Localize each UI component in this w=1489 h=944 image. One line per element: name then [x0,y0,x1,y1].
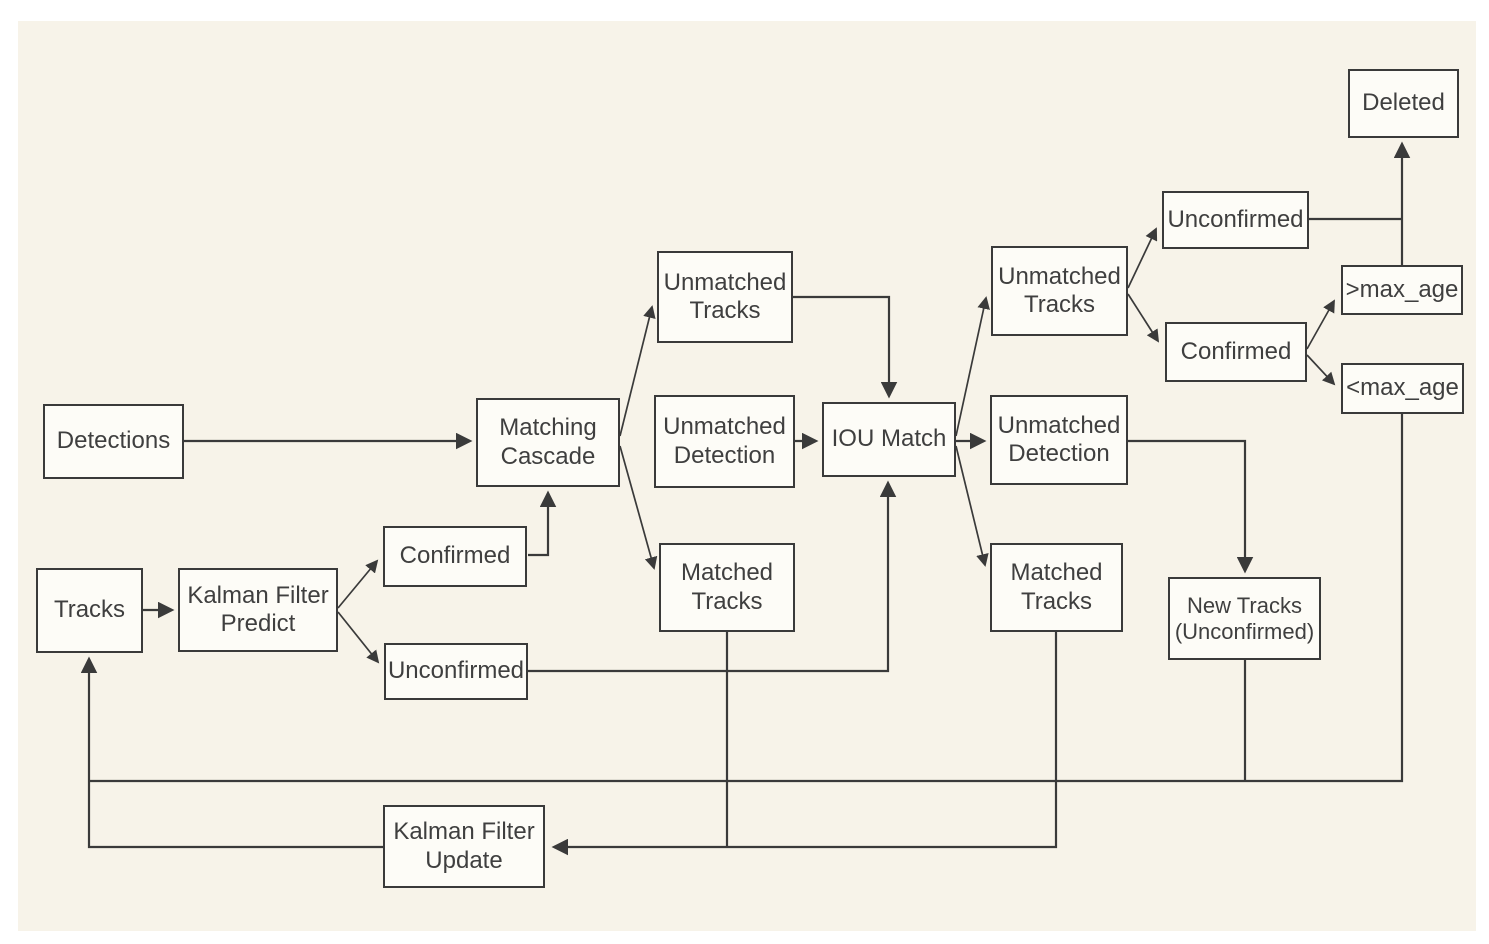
edge-unconfirmed1-to-iou-match [528,480,897,673]
node-unmatched-tracks-1: Unmatched Tracks [657,251,793,343]
node-matched-tracks-2: Matched Tracks [990,543,1123,632]
edge-iou-match-to-matched-tracks2 [955,445,989,567]
edge-confirmed2-to-lt-max-age [1306,354,1336,386]
edge-kalman-update-to-tracks [80,656,383,849]
edge-matched-tracks2-to-kalman-update [551,632,1058,856]
node-lt-max-age: <max_age [1341,363,1464,414]
node-tracks: Tracks [36,568,143,653]
node-confirmed-1: Confirmed [383,526,527,587]
node-new-tracks-unconfirmed: New Tracks (Unconfirmed) [1168,577,1321,660]
edge-matching-cascade-to-matched-tracks1 [619,445,658,570]
node-unmatched-detection-1: Unmatched Detection [654,395,795,488]
node-detections: Detections [43,404,184,479]
edge-kalman-predict-to-confirmed1 [337,559,379,609]
node-confirmed-2: Confirmed [1165,322,1307,382]
node-unconfirmed-2: Unconfirmed [1162,191,1309,249]
edge-lt-max-age-loopback [89,414,1404,783]
edge-unmatched-tracks1-to-iou-match [793,295,898,399]
node-deleted: Deleted [1348,69,1459,138]
node-kalman-filter-predict: Kalman Filter Predict [178,568,338,652]
node-unmatched-tracks-2: Unmatched Tracks [991,246,1128,336]
node-gt-max-age: >max_age [1341,265,1463,315]
edge-confirmed1-to-matching-cascade [528,490,557,557]
node-matched-tracks-1: Matched Tracks [659,543,795,632]
node-iou-match: IOU Match [822,402,956,477]
node-unconfirmed-1: Unconfirmed [384,643,528,700]
edge-unmatched-tracks2-to-confirmed2 [1127,293,1160,343]
edge-iou-match-to-unmatched-tracks2 [955,296,990,437]
edge-matching-cascade-to-unmatched-tracks1 [619,305,656,437]
edge-unmatched-tracks2-to-unconfirmed2 [1127,227,1158,289]
edge-confirmed2-to-gt-max-age [1306,299,1335,350]
node-matching-cascade: Matching Cascade [476,398,620,487]
edge-kalman-predict-to-unconfirmed1 [337,611,380,664]
edge-unmatched-detection2-to-new-tracks [1128,439,1254,574]
node-unmatched-detection-2: Unmatched Detection [990,395,1128,485]
node-kalman-filter-update: Kalman Filter Update [383,805,545,888]
